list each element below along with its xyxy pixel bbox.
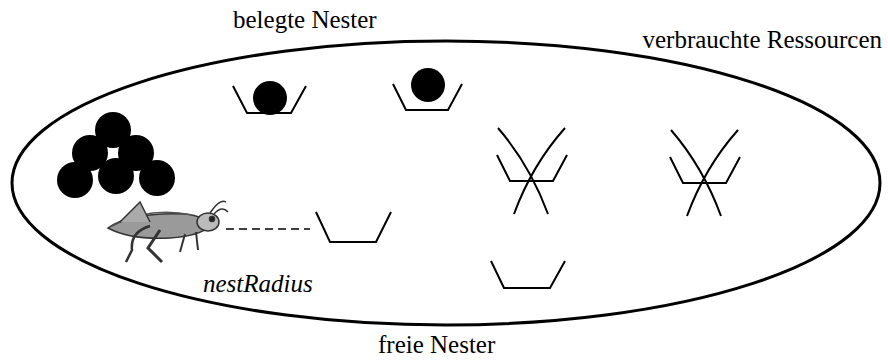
region-label: belegte Nester — [233, 6, 377, 34]
occupied-ball — [411, 68, 445, 102]
region-label: freie Nester — [378, 331, 495, 359]
habitat-ellipse — [12, 41, 880, 325]
resource-pile — [57, 112, 175, 198]
free-nest — [491, 261, 565, 288]
region-label: verbrauchte Ressourcen — [643, 26, 882, 54]
occupied-ball — [253, 81, 287, 115]
radius-label: nestRadius — [203, 270, 313, 298]
free-nest — [316, 212, 391, 242]
consumed-nest — [497, 128, 567, 214]
radius-line — [226, 228, 310, 230]
grasshopper — [108, 201, 228, 262]
consumed-nest — [670, 130, 740, 216]
